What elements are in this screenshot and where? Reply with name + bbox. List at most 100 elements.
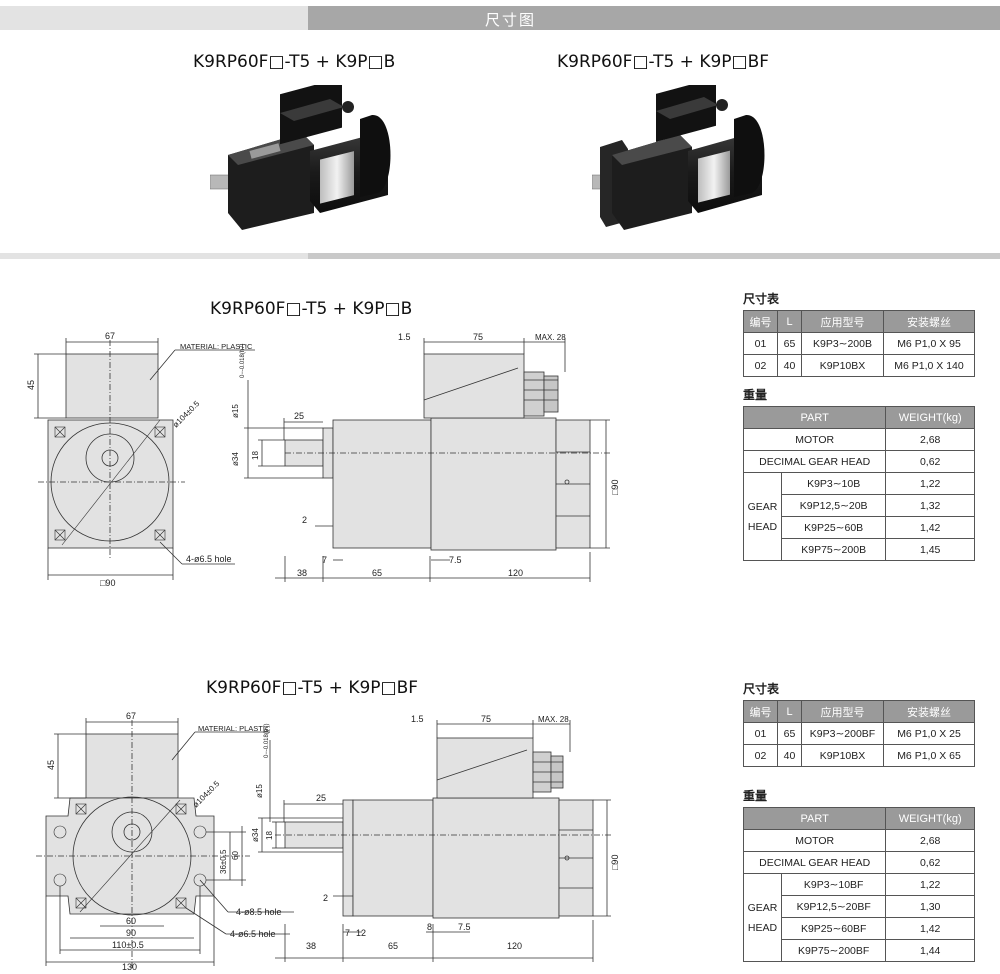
table-cell: GEAR [747,500,778,513]
col-header: 应用型号 [801,700,884,723]
col-header: PART [742,406,887,429]
dim-75: 75 [481,714,491,724]
weight-table-caption: 重量 [743,789,768,803]
table-cell: MOTOR [742,829,887,852]
col-header: 编号 [743,310,778,333]
dim-75: 75 [473,332,483,342]
table-cell: 0,62 [885,450,975,473]
table-cell: DECIMAL GEAR HEAD [742,851,887,874]
section-header-bar: 尺寸图 [0,6,1000,30]
dim-width-90: 90 [126,928,136,938]
material-note: MATERIAL: PLASTIC [180,342,253,351]
technical-drawing-2: 67 45 MATERIAL: PLASTIC ø104±0.5 4-ø8.5 … [36,711,620,972]
table-cell: M6 P1,0 X 95 [883,332,975,355]
dim-shaft-15: ø15 [255,784,264,798]
motor-photo-right [592,85,765,230]
dim-120: 120 [508,568,523,578]
dim-height-60: 60 [231,851,240,860]
table-cell: 65 [777,722,802,745]
table-cell: MOTOR [742,428,887,451]
dim-25: 25 [316,793,326,803]
table-cell: GEAR [747,901,778,914]
size-table-caption: 尺寸表 [743,682,780,696]
dim-height-36: 36±0.5 [219,849,228,874]
table-cell: K9P3∼200BF [801,722,884,745]
dim-18: 18 [251,451,260,460]
dim-dia-34: ø34 [251,828,260,842]
dim-38: 38 [297,568,307,578]
dim-1-5: 1.5 [411,714,424,724]
table-cell: K9P12,5∼20BF [780,895,887,918]
dim-18: 18 [265,831,274,840]
table-cell: 01 [743,332,778,355]
section-title: 尺寸图 [484,12,536,29]
table-cell: 1,32 [885,494,975,517]
col-header: WEIGHT(kg) [885,406,975,429]
dim-width-110: 110±0.5 [112,940,144,950]
table-cell: 65 [777,332,802,355]
col-header: WEIGHT(kg) [885,807,975,830]
table-cell: K9P3∼10BF [780,873,887,896]
dim-side-square-90: □90 [610,855,620,870]
dim-8: 8 [427,922,432,932]
dim-12: 12 [356,928,366,938]
table-cell: K9P3∼200B [801,332,884,355]
table-cell: 2,68 [885,829,975,852]
col-header: PART [742,807,887,830]
dim-top-width: 67 [126,711,136,721]
dim-pcd: ø104±0.5 [191,779,222,810]
drawing-title-2: K9RP60F□-T5 + K9P□BF [206,678,419,698]
dim-square-90: □90 [100,578,115,588]
table-cell: K9P10BX [801,744,884,767]
size-table-caption: 尺寸表 [743,292,780,306]
dim-height-45: 45 [26,380,36,390]
table-cell: 1,44 [885,939,975,962]
table-cell: K9P25∼60B [780,516,887,539]
col-header: 编号 [743,700,778,723]
table-cell: K9P12,5∼20B [780,494,887,517]
table-cell: 1,42 [885,917,975,940]
dim-shaft-15: ø15 [231,404,240,418]
dim-7-5: 7.5 [449,555,462,565]
product-label-right: K9RP60F□-T5 + K9P□BF [557,52,770,72]
table-cell: 40 [777,744,802,767]
dim-holes: 4-ø6.5 hole [186,554,232,564]
drawing-title-1: K9RP60F□-T5 + K9P□B [210,299,413,319]
table-cell: K9P25∼60BF [780,917,887,940]
header-bar-light [0,6,308,30]
product-label-left: K9RP60F□-T5 + K9P□B [193,52,396,72]
dim-holes-8-5: 4-ø8.5 hole [236,907,282,917]
table-cell: 1,42 [885,516,975,539]
col-header: L [777,700,802,723]
table-cell: M6 P1,0 X 25 [883,722,975,745]
dim-1-5: 1.5 [398,332,411,342]
dim-pcd: ø104±0.5 [171,399,202,430]
header-bar-dark [308,6,1000,30]
dim-height-45: 45 [46,760,56,770]
table-cell: 02 [743,354,778,377]
dim-dia-34: ø34 [231,452,240,466]
table-cell: K9P75∼200BF [780,939,887,962]
dim-side-square-90: □90 [610,480,620,495]
dim-7: 7 [345,928,350,938]
dim-shaft-tolerance: 0−-0.018(h7) [240,343,246,378]
dim-top-width: 67 [105,331,115,341]
table-cell: 1,22 [885,873,975,896]
dim-max-28: MAX. 28 [535,333,566,342]
dim-120: 120 [507,941,522,951]
dim-7-5: 7.5 [458,922,471,932]
technical-drawing-1: 67 45 MATERIAL: PLASTIC ø104±0.5 4-ø6.5 … [26,331,620,588]
table-cell: 1,45 [885,538,975,561]
separator-bar [0,253,1000,259]
dim-7: 7 [322,555,327,565]
motor-photo-left [210,85,391,230]
dim-38: 38 [306,941,316,951]
